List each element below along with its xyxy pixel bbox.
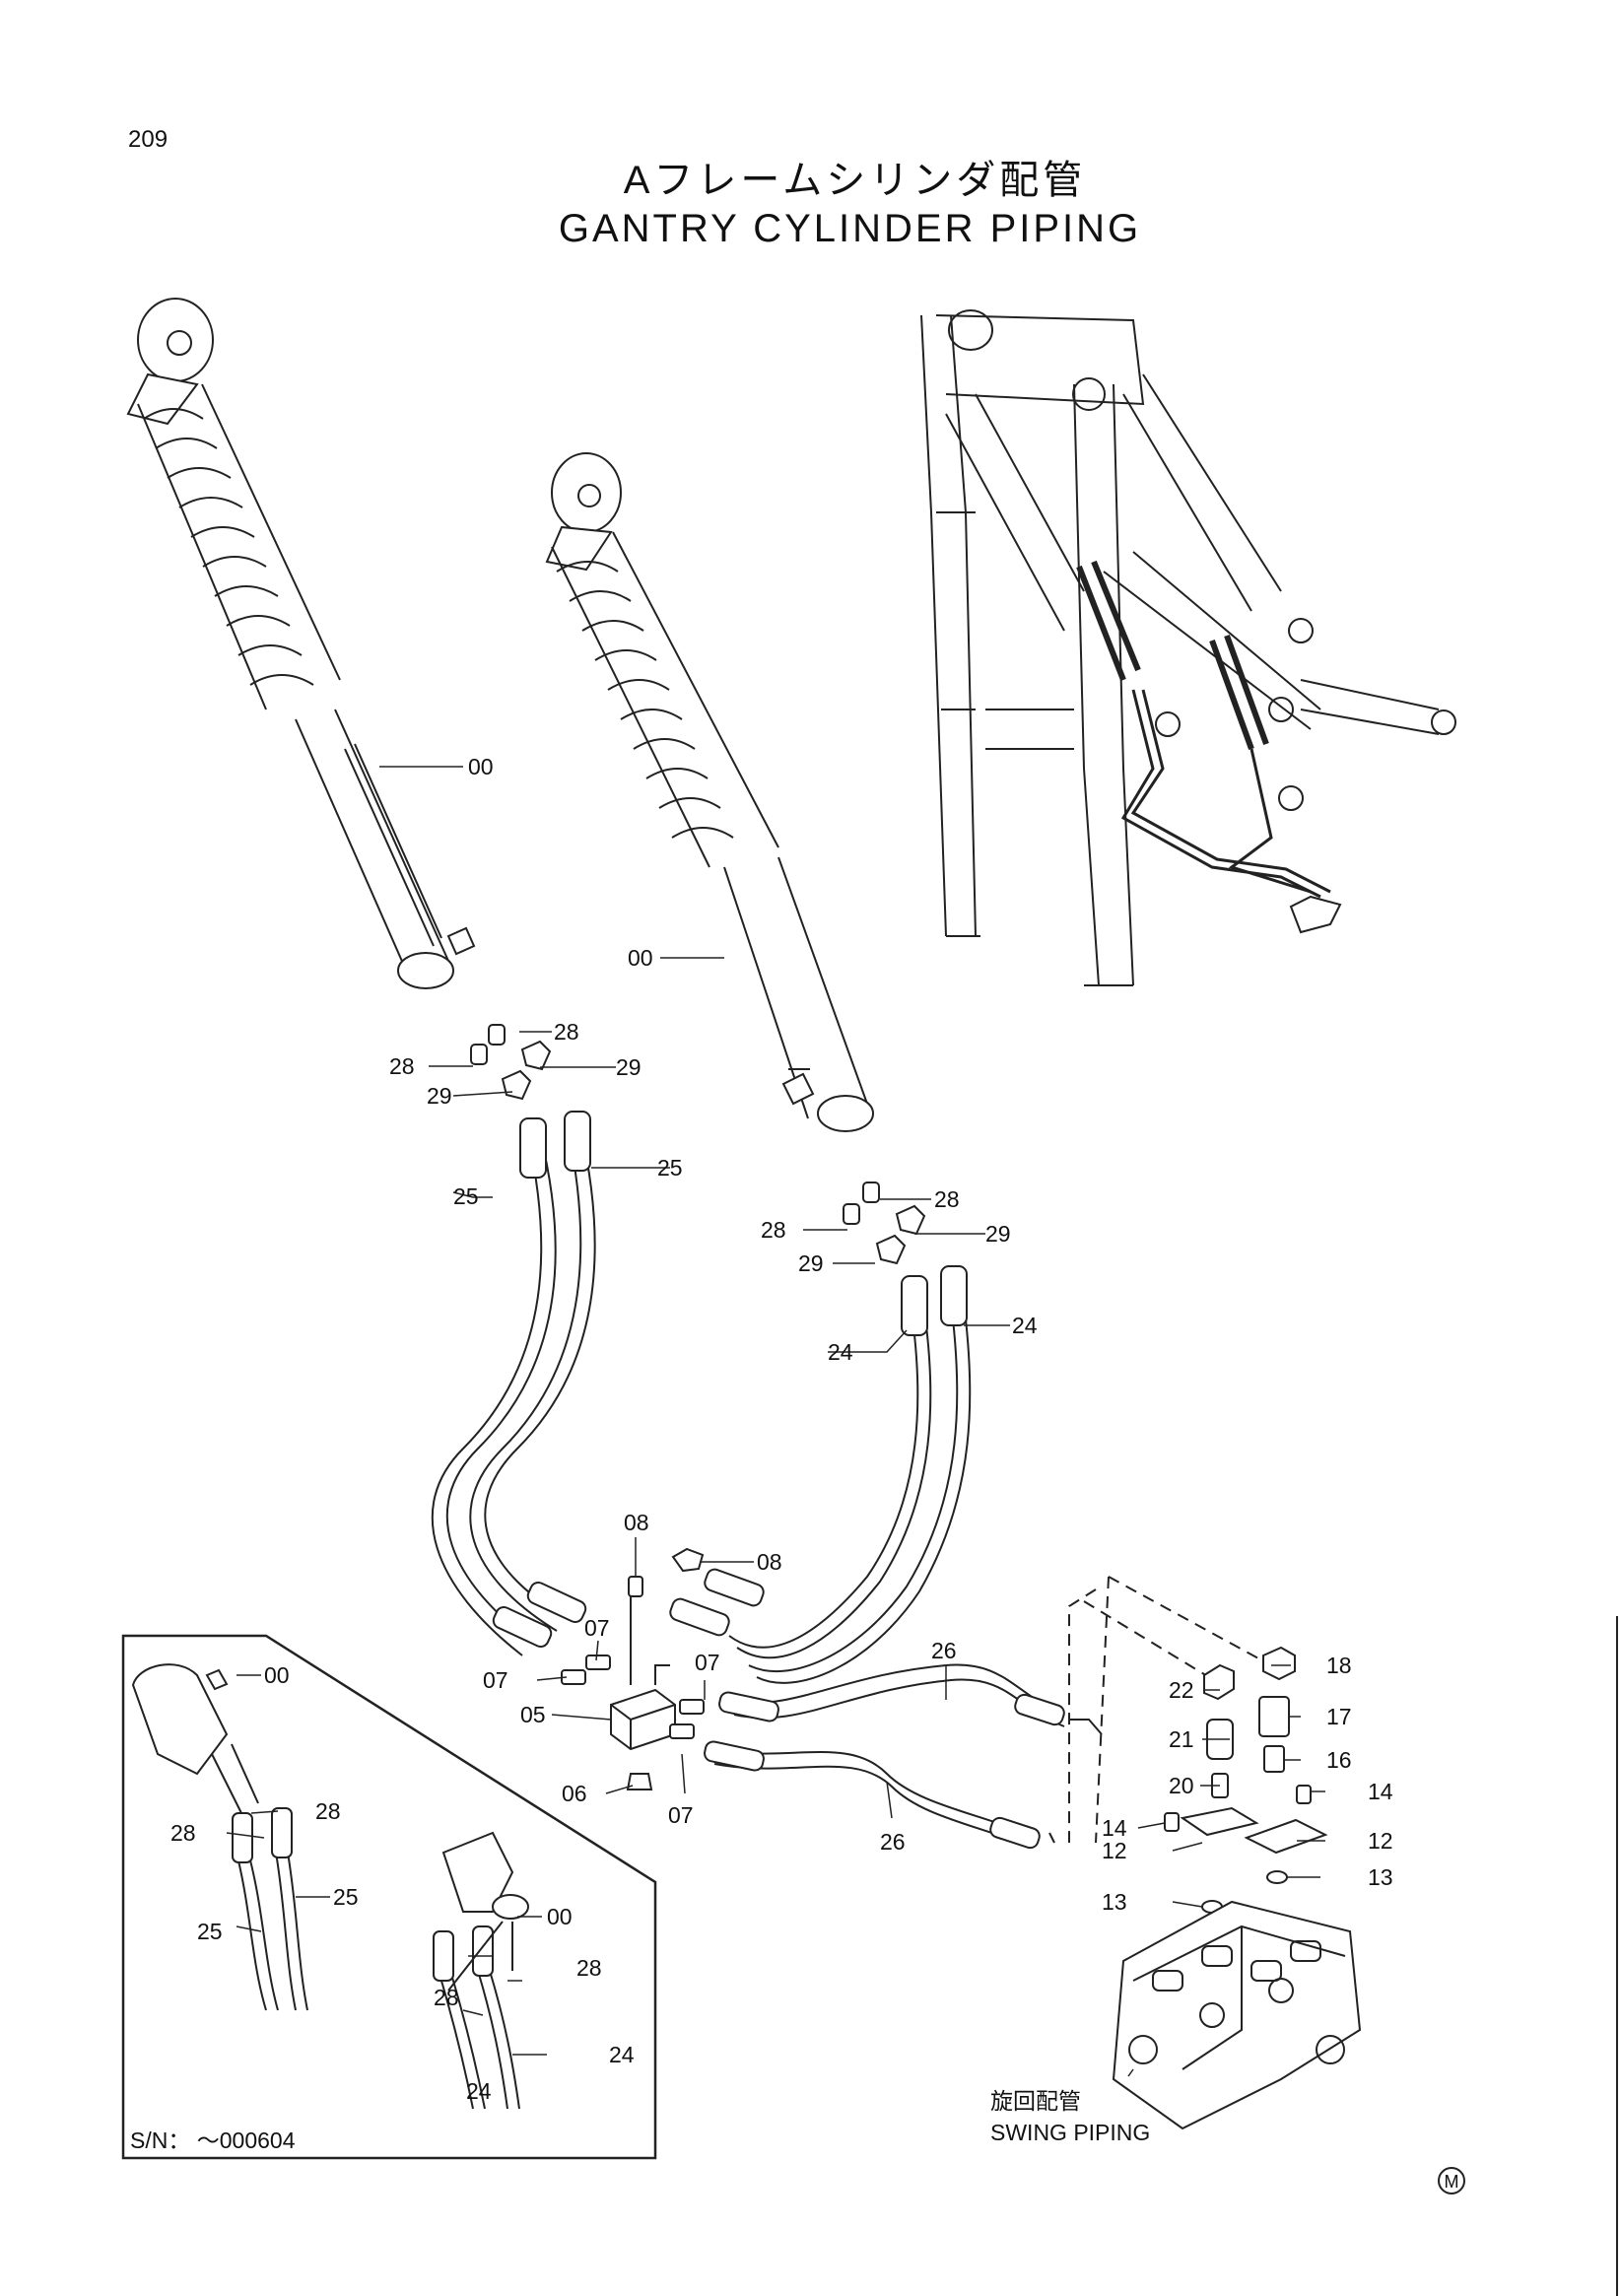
junction-block-05 — [561, 1547, 705, 1790]
mark-letter: M — [1445, 2172, 1459, 2192]
callout-00: 00 — [468, 754, 494, 779]
middle-cylinder — [545, 452, 874, 1132]
callout-08: 08 — [624, 1510, 649, 1535]
callout-12: 12 — [1368, 1828, 1393, 1854]
callout-18: 18 — [1326, 1653, 1352, 1678]
callout-06: 06 — [562, 1781, 587, 1806]
callout-28: 28 — [761, 1217, 786, 1243]
page-edge-rule — [1616, 1616, 1618, 2296]
leader-lines — [226, 766, 1325, 2077]
callout-13: 13 — [1368, 1864, 1393, 1890]
swing-piping-label-en: SWING PIPING — [990, 2120, 1150, 2145]
title-japanese: Aフレームシリンダ配管 — [623, 159, 1087, 202]
title-english: GANTRY CYLINDER PIPING — [558, 207, 1142, 250]
callout-28: 28 — [554, 1019, 579, 1045]
fittings-28-29 — [470, 1024, 926, 1265]
callout-14: 14 — [1368, 1779, 1393, 1804]
circled-m-mark: M — [1438, 2167, 1465, 2195]
callout-26: 26 — [931, 1638, 957, 1663]
hose-pair-24 — [669, 1265, 972, 1684]
callout-24: 24 — [828, 1339, 853, 1365]
inset-serial-label: S/N： ～000604 — [130, 2127, 296, 2153]
hose-pair-25 — [431, 1111, 596, 1656]
callout-21: 21 — [1169, 1726, 1194, 1752]
left-cylinder — [126, 298, 476, 989]
callout-24: 24 — [466, 2078, 492, 2104]
callout-00: 00 — [628, 945, 653, 971]
callout-25: 25 — [197, 1919, 223, 1944]
callout-08: 08 — [757, 1549, 782, 1575]
callout-25: 25 — [333, 1884, 359, 1910]
callout-22: 22 — [1169, 1677, 1194, 1703]
callout-14: 14 — [1102, 1815, 1127, 1841]
callout-29: 29 — [798, 1250, 824, 1276]
callout-24: 24 — [609, 2042, 635, 2067]
callout-24: 24 — [1012, 1313, 1038, 1338]
callout-29: 29 — [616, 1054, 642, 1080]
callout-16: 16 — [1326, 1747, 1352, 1773]
callout-28: 28 — [934, 1186, 960, 1212]
callout-25: 25 — [453, 1183, 479, 1209]
callout-00: 00 — [547, 1904, 573, 1929]
callout-07: 07 — [668, 1802, 694, 1828]
callout-28: 28 — [434, 1985, 459, 2010]
callout-00: 00 — [264, 1662, 290, 1688]
callout-07: 07 — [483, 1667, 508, 1693]
callout-28: 28 — [170, 1820, 196, 1846]
hose-pair-26 — [704, 1663, 1065, 1850]
callout-07: 07 — [584, 1615, 610, 1641]
callout-28: 28 — [315, 1798, 341, 1824]
machine-overview — [920, 309, 1456, 986]
callout-25: 25 — [657, 1155, 683, 1181]
inset-box — [121, 1634, 657, 2160]
callout-12: 12 — [1102, 1838, 1127, 1863]
callout-28: 28 — [576, 1955, 602, 1981]
callout-17: 17 — [1326, 1704, 1352, 1729]
swing-valve-assembly — [1048, 1576, 1362, 2130]
callout-20: 20 — [1169, 1773, 1194, 1798]
callout-28: 28 — [389, 1053, 415, 1079]
swing-piping-label-jp: 旋回配管 — [990, 2088, 1081, 2114]
page-number: 209 — [128, 126, 169, 153]
callout-07: 07 — [695, 1650, 720, 1675]
callout-13: 13 — [1102, 1889, 1127, 1915]
callout-05: 05 — [520, 1702, 546, 1727]
callout-29: 29 — [427, 1083, 452, 1109]
callout-29: 29 — [985, 1221, 1011, 1247]
callout-26: 26 — [880, 1829, 906, 1855]
